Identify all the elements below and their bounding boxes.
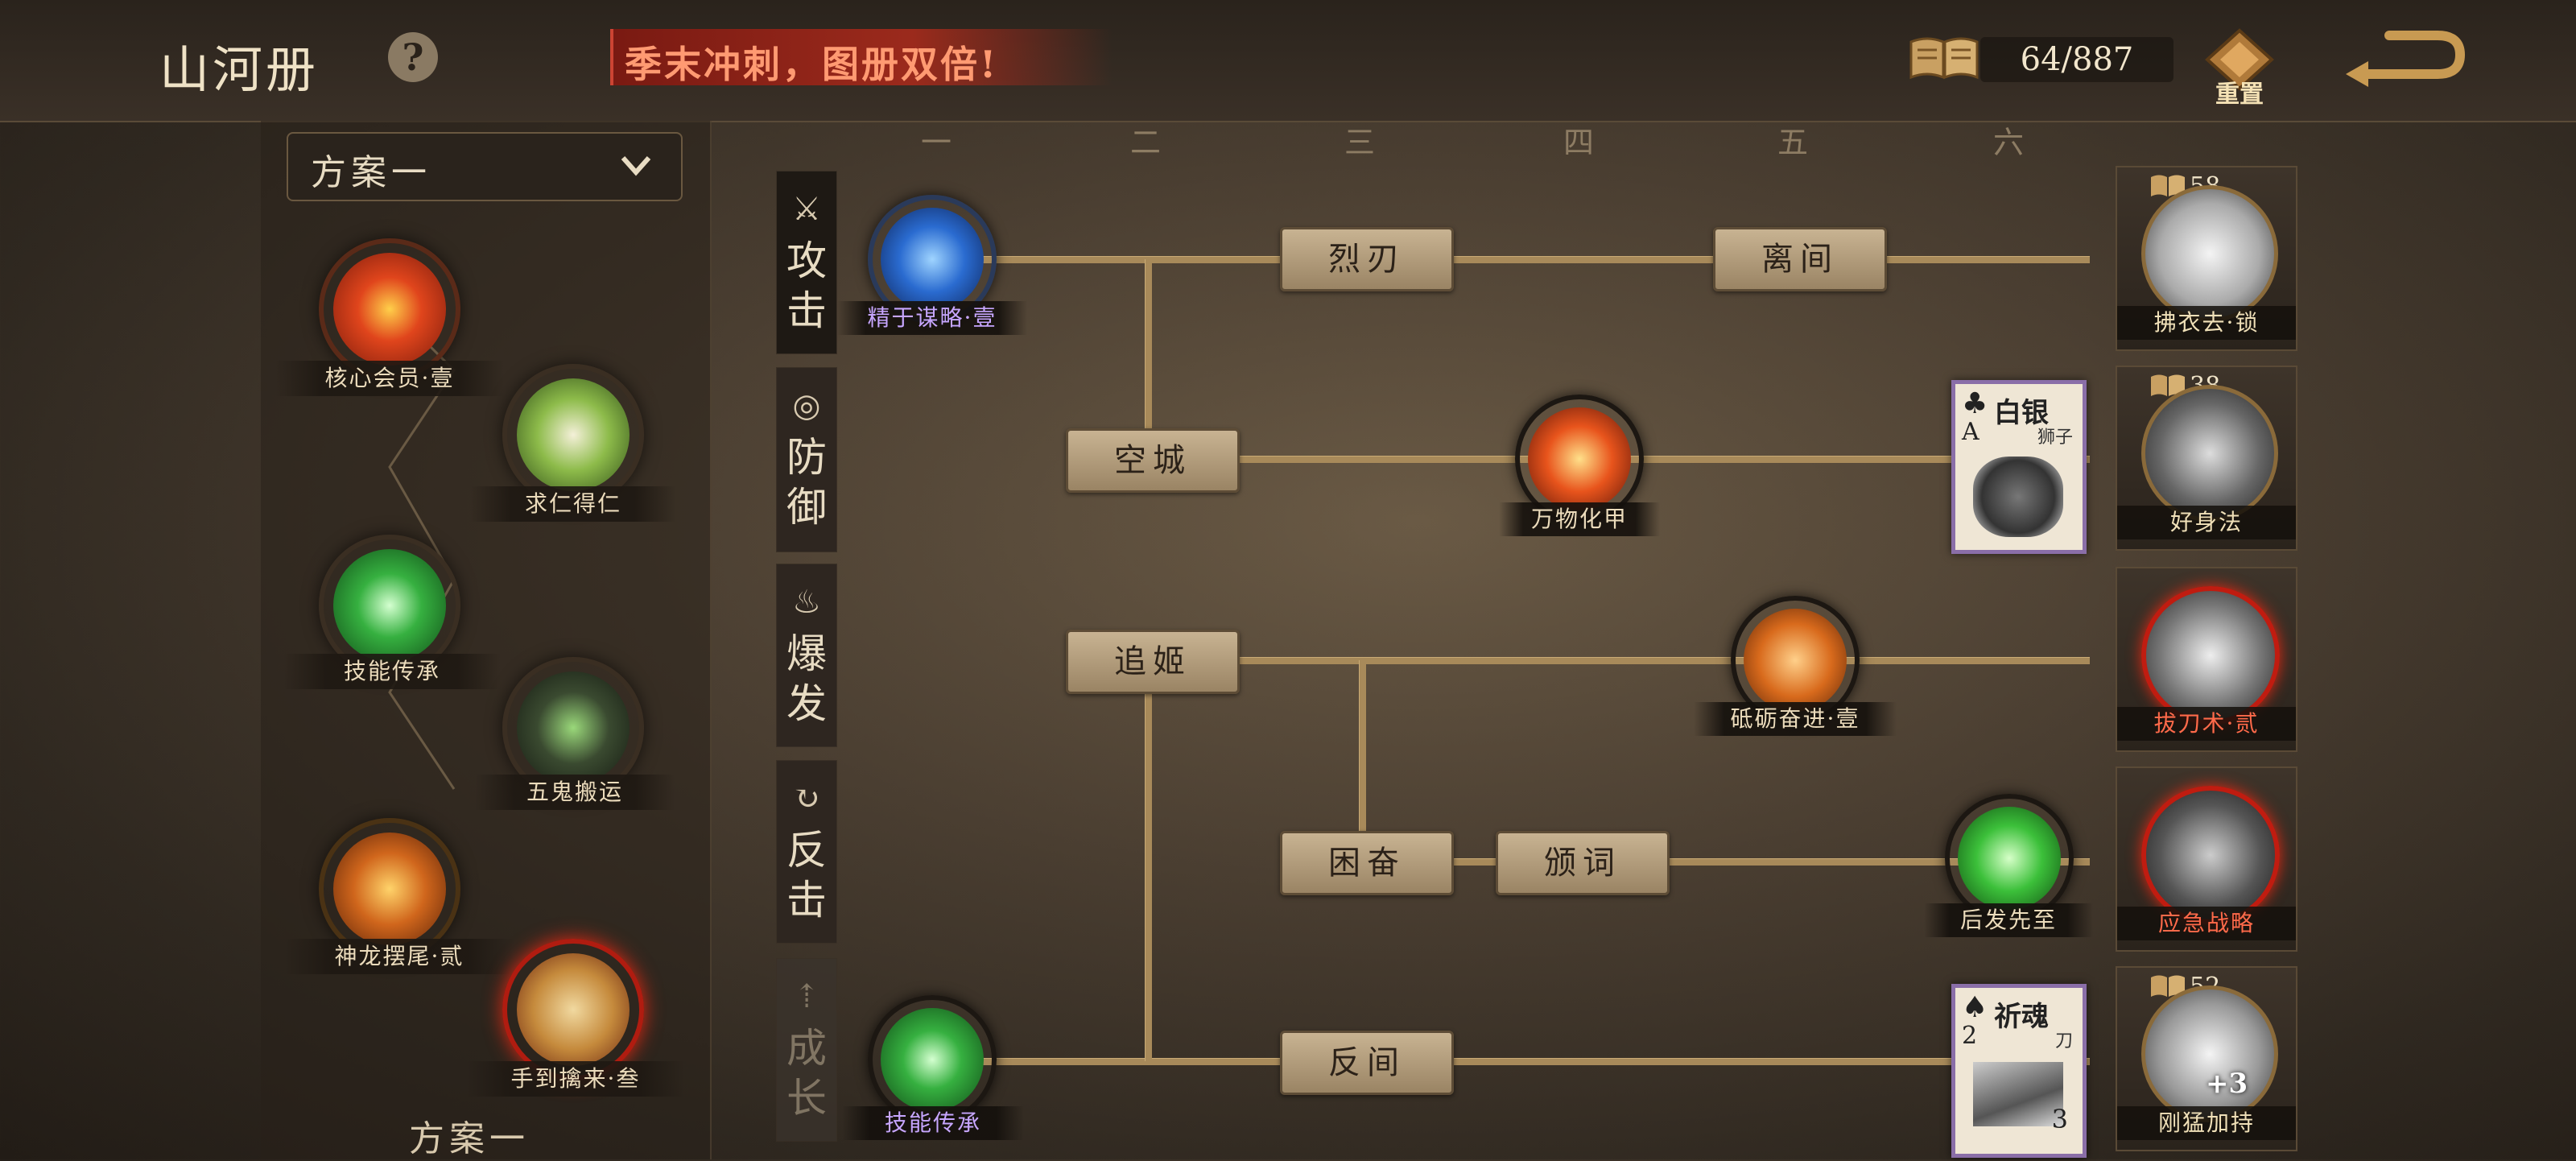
category-tab-counter[interactable]: ↻ 反 击	[776, 760, 837, 944]
reward-card-1-icon	[2141, 185, 2278, 322]
back-arrow-icon[interactable]	[2341, 29, 2467, 90]
category-tab-attack[interactable]: ⚔ 攻 击	[776, 171, 837, 354]
reward-card-1[interactable]: 58 拂衣去·锁	[2116, 166, 2297, 351]
collection-counter: 64/887	[1980, 37, 2174, 82]
tree-node-armor-label: 万物化甲	[1499, 502, 1660, 536]
column-header-6: 六	[1993, 125, 2025, 160]
scheme-node-5-label: 神龙摆尾·贰	[285, 939, 514, 974]
reward-card-3[interactable]: 拔刀术·贰	[2116, 567, 2297, 752]
tree-button-li-jian[interactable]: 离间	[1713, 227, 1887, 291]
category-tab-growth[interactable]: ⇡ 成 长	[776, 958, 837, 1142]
help-icon[interactable]: ?	[388, 32, 438, 82]
card-illustration	[1973, 1062, 2063, 1126]
scheme-node-1[interactable]	[319, 238, 460, 380]
playing-card-qihun[interactable]: ♠ 2 祈魂 刀 3	[1951, 984, 2087, 1158]
scheme-node-5[interactable]	[319, 818, 460, 960]
tree-button-kong-cheng[interactable]: 空城	[1066, 428, 1240, 493]
tree-node-skill-inherit[interactable]	[868, 995, 997, 1124]
tree-line-row-1	[966, 256, 2090, 263]
tree-node-armor[interactable]	[1515, 395, 1644, 523]
tree-node-strike-last[interactable]	[1945, 794, 2074, 923]
tree-button-lie-ren[interactable]: 烈刃	[1280, 227, 1454, 291]
reward-card-2[interactable]: 38 好身法	[2116, 366, 2297, 551]
scheme-connector-lines	[388, 304, 456, 790]
tree-button-zhui-ji[interactable]: 追姬	[1066, 630, 1240, 694]
tree-line-vertical-1	[1145, 259, 1152, 464]
tree-line-row-5	[966, 1058, 2090, 1065]
shield-icon: ◎	[792, 387, 821, 424]
reward-card-4-icon	[2141, 786, 2280, 924]
tree-node-temper[interactable]	[1731, 596, 1860, 725]
column-header-4: 四	[1563, 125, 1595, 160]
level-badge: +3	[2206, 1068, 2248, 1100]
scheme-node-4-label: 五鬼搬运	[475, 775, 675, 810]
tree-line-vertical-2	[1145, 660, 1152, 1061]
tree-node-strike-last-label: 后发先至	[1924, 903, 2093, 937]
tree-node-temper-label: 砥砺奋进·壹	[1694, 702, 1897, 736]
tree-node-strategy-label: 精于谋略·壹	[837, 301, 1027, 335]
column-header-1: 一	[921, 125, 952, 160]
column-header-5: 五	[1777, 125, 1809, 160]
tree-button-ban-ci[interactable]: 颁词	[1496, 831, 1670, 895]
scheme-node-6[interactable]	[502, 939, 644, 1080]
tree-line-row-3	[1151, 657, 2090, 664]
scheme-node-3-label: 技能传承	[283, 654, 501, 689]
reward-card-5-icon	[2141, 985, 2278, 1122]
scheme-node-6-label: 手到擒来·叁	[467, 1061, 684, 1097]
top-bar	[0, 0, 2576, 122]
flame-icon: ♨	[792, 584, 821, 621]
reward-card-2-icon	[2141, 385, 2278, 522]
reward-card-3-icon	[2141, 586, 2280, 725]
tree-button-fan-jian[interactable]: 反间	[1280, 1031, 1454, 1095]
book-icon	[1909, 37, 1979, 80]
scheme-node-2[interactable]	[502, 364, 644, 506]
category-tab-burst[interactable]: ♨ 爆 发	[776, 564, 837, 747]
category-tab-defense[interactable]: ◎ 防 御	[776, 367, 837, 552]
column-header-3: 三	[1344, 125, 1376, 160]
growth-arrow-icon: ⇡	[793, 978, 820, 1015]
scheme-dropdown[interactable]	[287, 132, 683, 201]
column-header-2: 二	[1130, 125, 1162, 160]
reward-card-4[interactable]: 应急战略	[2116, 766, 2297, 952]
reward-card-5[interactable]: 52 +3 刚猛加持	[2116, 966, 2297, 1151]
crossed-swords-icon: ⚔	[792, 191, 821, 228]
scheme-node-1-label: 核心会员·壹	[275, 361, 504, 396]
reset-button[interactable]: 重置	[2215, 81, 2264, 109]
tree-button-kun-fen[interactable]: 困奋	[1280, 831, 1454, 895]
playing-card-baiyin[interactable]: ♣ A 白银 狮子	[1951, 380, 2087, 554]
chevron-down-icon[interactable]	[620, 153, 652, 177]
tree-node-skill-inherit-label: 技能传承	[842, 1106, 1024, 1140]
page-title: 山河册	[159, 40, 320, 99]
tree-line-vertical-3	[1359, 660, 1366, 861]
counter-arrow-icon: ↻	[793, 780, 820, 817]
spade-suit-icon: ♠	[1962, 991, 1988, 1024]
event-banner-text: 季末冲刺，图册双倍!	[625, 43, 999, 86]
club-suit-icon: ♣	[1962, 387, 1988, 420]
card-illustration	[1973, 457, 2063, 537]
scheme-node-2-label: 求仁得仁	[470, 486, 676, 522]
reset-icon[interactable]	[2204, 27, 2275, 108]
scheme-footer-label: 方案一	[409, 1118, 530, 1159]
tree-line-row-4	[1360, 858, 2090, 866]
scheme-dropdown-value: 方案一	[311, 152, 431, 193]
event-banner[interactable]: 季末冲刺，图册双倍!	[610, 29, 1113, 86]
